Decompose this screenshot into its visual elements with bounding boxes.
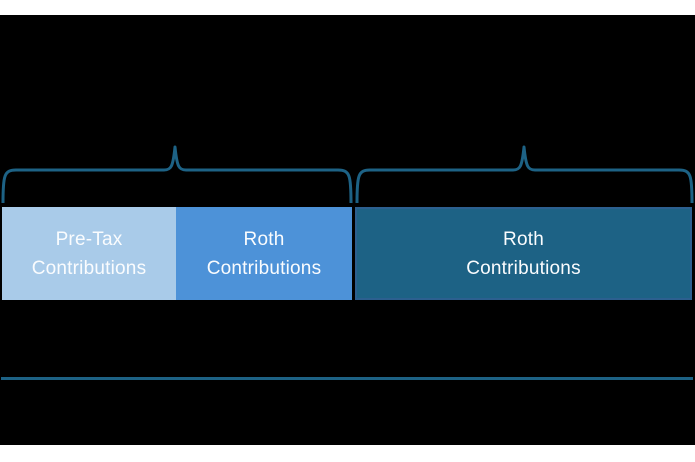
segment-label-line2: Contributions — [31, 257, 147, 279]
left-brace-icon — [1, 145, 353, 204]
top-margin — [0, 0, 695, 15]
right-brace-icon — [355, 145, 694, 204]
segment-pretax-contributions: Pre-Tax Contributions — [2, 207, 176, 300]
divider-line — [1, 377, 693, 380]
segment-label-line1: Roth — [243, 228, 285, 250]
segment-roth-contributions: Roth Contributions — [176, 207, 352, 300]
segment-roth-contributions-after: Roth Contributions — [355, 207, 692, 300]
segment-label-line1: Pre-Tax — [55, 228, 123, 250]
segment-label-line2: Contributions — [206, 257, 322, 279]
segment-label-line1: Roth — [503, 228, 544, 250]
segment-label-line2: Contributions — [466, 257, 581, 279]
bottom-margin — [0, 445, 695, 462]
